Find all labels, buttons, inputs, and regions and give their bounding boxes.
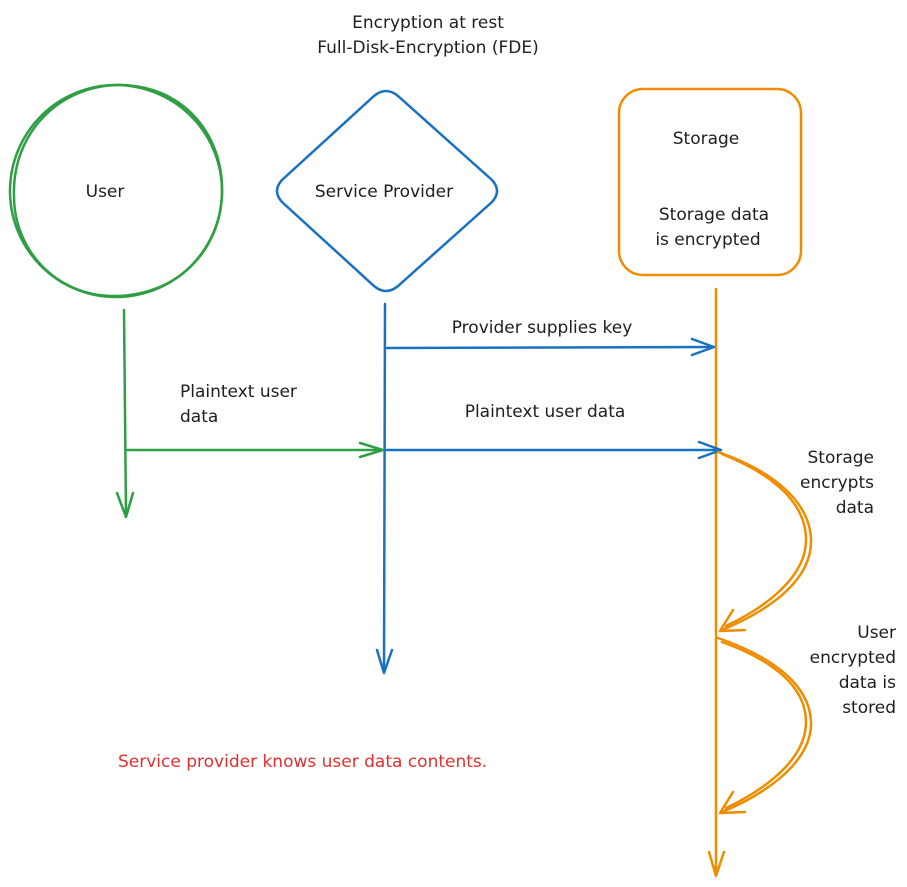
self-message-storage-encrypts-label-line1: Storage bbox=[807, 448, 874, 468]
self-message-data-stored-label-line3: data is bbox=[839, 673, 896, 693]
storage-box bbox=[617, 87, 803, 277]
diagram-title-line1: Encryption at rest bbox=[352, 13, 504, 33]
service-provider-label: Service Provider bbox=[315, 182, 453, 202]
message-user-plaintext-label-line1: Plaintext user bbox=[180, 382, 297, 402]
actor-storage: Storage Storage data is encrypted bbox=[617, 87, 803, 277]
actor-user: User bbox=[8, 83, 224, 299]
self-message-data-stored-label-line4: stored bbox=[842, 698, 896, 718]
message-provider-supplies-key-arrowhead bbox=[690, 337, 716, 357]
storage-label: Storage bbox=[673, 129, 740, 149]
message-provider-plaintext-arrowhead bbox=[697, 440, 723, 460]
lifeline-storage-arrowhead bbox=[707, 850, 726, 878]
message-user-plaintext-arrowhead bbox=[358, 441, 385, 459]
message-provider-supplies-key: Provider supplies key bbox=[385, 318, 716, 357]
actor-service-provider: Service Provider bbox=[275, 89, 499, 293]
message-provider-plaintext-label: Plaintext user data bbox=[465, 402, 626, 422]
self-message-storage-encrypts-label-line2: encrypts bbox=[800, 473, 874, 493]
storage-note-line1: Storage data bbox=[659, 205, 769, 225]
self-message-data-stored-label-line1: User bbox=[857, 623, 896, 643]
storage-note-line2: is encrypted bbox=[655, 230, 760, 250]
lifeline-user-arrowhead bbox=[115, 491, 135, 519]
lifeline-service-provider bbox=[375, 302, 394, 675]
diagram-title-line2: Full-Disk-Encryption (FDE) bbox=[317, 38, 538, 58]
self-message-storage-encrypts: Storage encrypts data bbox=[716, 448, 874, 633]
message-user-plaintext-label-line2: data bbox=[180, 407, 218, 427]
self-message-data-stored: User encrypted data is stored bbox=[716, 623, 896, 815]
user-circle-sketch bbox=[12, 83, 224, 298]
lifeline-user bbox=[115, 308, 135, 519]
user-label: User bbox=[86, 182, 125, 202]
self-message-data-stored-label-line2: encrypted bbox=[810, 648, 896, 668]
self-message-storage-encrypts-label-line3: data bbox=[836, 498, 874, 518]
footnote: Service provider knows user data content… bbox=[118, 752, 487, 772]
message-provider-plaintext: Plaintext user data bbox=[385, 402, 723, 460]
message-user-plaintext: Plaintext user data bbox=[124, 382, 385, 459]
lifeline-service-provider-arrowhead bbox=[375, 648, 394, 675]
service-provider-diamond bbox=[275, 89, 499, 293]
lifeline-storage bbox=[707, 287, 726, 878]
self-message-storage-encrypts-arrowhead bbox=[718, 608, 747, 633]
self-message-data-stored-arrowhead bbox=[718, 790, 747, 815]
message-provider-supplies-key-label: Provider supplies key bbox=[452, 318, 633, 338]
